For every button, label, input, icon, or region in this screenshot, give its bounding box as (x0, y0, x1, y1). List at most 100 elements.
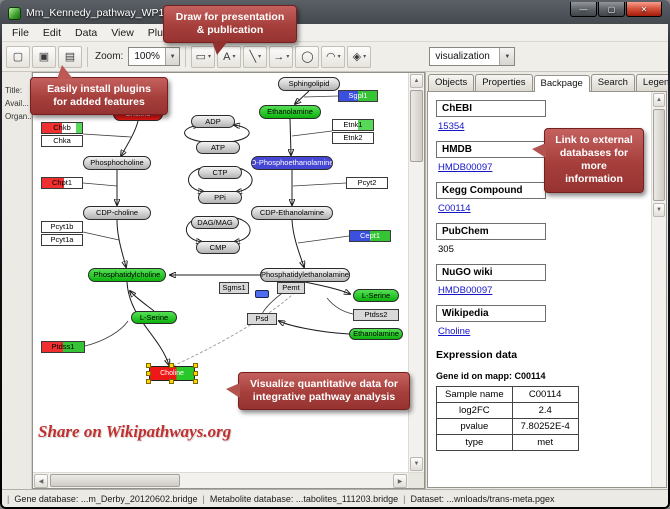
pathway-node-etnk1[interactable]: Etnk1 (332, 119, 374, 131)
new-pathway-button[interactable]: ▢ (6, 45, 30, 68)
backpage-link[interactable]: HMDB00097 (438, 162, 493, 173)
scroll-down-icon[interactable]: ▼ (653, 203, 665, 217)
selection-handle[interactable] (146, 363, 151, 368)
pathway-node-pemt[interactable]: Pemt (277, 282, 305, 294)
shapes-tool-button[interactable]: ◈▾ (347, 45, 372, 68)
pathway-node-ptdss1[interactable]: Ptdss1 (41, 341, 85, 353)
table-cell: pvalue (436, 418, 513, 435)
panel-vertical-scrollbar[interactable]: ▲ ▼ (651, 92, 666, 487)
pathway-node-ppi[interactable]: PPi (198, 191, 242, 204)
scroll-up-icon[interactable]: ▲ (653, 93, 665, 107)
selection-handle[interactable] (146, 370, 151, 376)
menu-edit[interactable]: Edit (42, 26, 62, 39)
backpage-section-header: ChEBI (436, 100, 546, 117)
selection-handle[interactable] (146, 379, 151, 384)
line-tool-button[interactable]: ╲▾ (243, 45, 268, 68)
title-bar[interactable]: Mm_Kennedy_pathway_WP1771_45176.gp... — … (2, 2, 668, 24)
selection-handle[interactable] (193, 363, 198, 368)
pathway-node-l-serine-right[interactable]: L-Serine (353, 289, 399, 302)
backpage-link[interactable]: HMDB00097 (438, 285, 493, 296)
save-pathway-button[interactable]: ▤ (58, 45, 82, 68)
callout-plugins: Easily install plugins for added feature… (30, 65, 168, 116)
menu-view[interactable]: View (111, 26, 134, 39)
ellipse-tool-button[interactable]: ◯ (295, 45, 320, 68)
table-cell: Sample name (436, 386, 513, 403)
tab-legend[interactable]: Legend (635, 74, 668, 91)
selection-handle[interactable] (193, 379, 198, 384)
pathway-node-state[interactable] (255, 290, 269, 298)
datanode-tool-button[interactable]: ▭▾ (191, 45, 216, 68)
pathway-node-sgpl1[interactable]: Sgpl1 (338, 90, 378, 102)
pathway-node-phosphatidylethanolamine[interactable]: Phosphatidylethanolamine (260, 268, 350, 282)
scrollbar-thumb[interactable] (653, 109, 665, 201)
minimize-button[interactable]: — (570, 2, 597, 17)
pathway-node-cdp-choline[interactable]: CDP-choline (83, 206, 151, 220)
pathway-node-sphingolipid[interactable]: Sphingolipid (278, 77, 340, 91)
menu-data[interactable]: Data (75, 26, 98, 39)
selection-handle[interactable] (169, 379, 174, 384)
chevron-down-icon[interactable]: ▼ (164, 48, 180, 65)
callout-visualize-text: Visualize quantitative data for integrat… (249, 378, 398, 404)
status-bar: |Gene database: ...m_Derby_20120602.brid… (2, 489, 668, 507)
pathway-node-atp[interactable]: ATP (196, 141, 240, 154)
pathway-node-cmp[interactable]: CMP (196, 241, 240, 254)
tab-backpage[interactable]: Backpage (533, 75, 590, 92)
menu-bar: FileEditDataViewPluginsHelp (2, 24, 668, 42)
pathway-node-pcyt1a[interactable]: Pcyt1a (41, 234, 83, 246)
selection-handle[interactable] (193, 370, 198, 376)
canvas-vertical-scrollbar[interactable]: ▲ ▼ (408, 73, 424, 472)
pathway-node-cdp-ethanolamine[interactable]: CDP-Ethanolamine (251, 206, 333, 220)
open-pathway-button[interactable]: ▣ (32, 45, 56, 68)
arc-tool-button[interactable]: ◠▾ (321, 45, 346, 68)
menu-file[interactable]: File (12, 26, 29, 39)
scrollbar-thumb[interactable] (410, 90, 423, 162)
pathway-node-ctp[interactable]: CTP (198, 166, 242, 179)
pathway-node-l-serine-left[interactable]: L-Serine (131, 311, 177, 324)
arrow-tool-button[interactable]: →▾ (269, 45, 294, 68)
pathway-node-chkb[interactable]: Chkb (41, 122, 83, 134)
pathway-node-etnk2[interactable]: Etnk2 (332, 132, 374, 144)
pathway-node-phosphatidylcholine[interactable]: Phosphatidylcholine (88, 268, 166, 282)
pathway-node-phosphocholine[interactable]: Phosphocholine (83, 156, 151, 170)
toolbar-separator (185, 46, 187, 67)
selection-handle[interactable] (169, 363, 174, 368)
pathway-node-sgms1[interactable]: Sgms1 (219, 282, 249, 294)
backpage-link[interactable]: C00114 (438, 203, 471, 214)
pathway-canvas[interactable]: SphingolipidSgpl1EthanolamineCholineADPC… (33, 73, 408, 472)
tab-objects[interactable]: Objects (428, 74, 475, 91)
zoom-combobox[interactable]: 100% ▼ (128, 47, 181, 66)
tab-search[interactable]: Search (590, 74, 635, 91)
dropdown-arrow-icon: ▾ (258, 54, 262, 60)
callout-link-text: Link to external databases for more info… (555, 134, 633, 186)
scroll-right-icon[interactable]: ▶ (393, 474, 407, 488)
pathway-node-adp[interactable]: ADP (191, 115, 235, 128)
zoom-value: 100% (134, 51, 160, 62)
chevron-down-icon[interactable]: ▼ (499, 48, 515, 65)
pathway-node-pcyt2[interactable]: Pcyt2 (346, 177, 388, 189)
pathway-node-ptdss2[interactable]: Ptdss2 (353, 309, 399, 321)
visualization-combobox[interactable]: visualization ▼ (429, 47, 516, 66)
pathway-node-cept1[interactable]: Cept1 (349, 230, 391, 242)
pathway-node-o-phosphoethanolamine[interactable]: O-Phosphoethanolamine (251, 156, 333, 170)
pathway-node-chpt1[interactable]: Chpt1 (41, 177, 83, 189)
pathway-node-chka[interactable]: Chka (41, 135, 83, 147)
close-button[interactable]: ✕ (626, 2, 662, 17)
scrollbar-thumb[interactable] (50, 474, 180, 487)
tab-properties[interactable]: Properties (475, 74, 533, 91)
visualization-value: visualization (435, 51, 490, 62)
pathway-node-ethanolamine-top[interactable]: Ethanolamine (259, 105, 321, 119)
pathway-info-sidebar: Title:Avail...Organ... (2, 72, 32, 489)
scroll-up-icon[interactable]: ▲ (410, 74, 423, 88)
pathway-node-psd[interactable]: Psd (247, 313, 277, 325)
pathway-node-pcyt1b[interactable]: Pcyt1b (41, 221, 83, 233)
scroll-down-icon[interactable]: ▼ (410, 457, 423, 471)
canvas-horizontal-scrollbar[interactable]: ◀ ▶ (33, 473, 408, 488)
backpage-link[interactable]: Choline (438, 326, 471, 337)
pathway-node-ethanolamine-bottom[interactable]: Ethanolamine (349, 328, 403, 340)
toolbar: ▢▣▤ Zoom: 100% ▼ ▭▾A▾╲▾→▾◯◠▾◈▾ visualiza… (2, 42, 668, 72)
scroll-left-icon[interactable]: ◀ (34, 474, 48, 488)
backpage-link[interactable]: 15354 (438, 121, 465, 132)
maximize-button[interactable]: ▢ (598, 2, 625, 17)
pathway-node-dag-mag[interactable]: DAG/MAG (191, 216, 239, 229)
